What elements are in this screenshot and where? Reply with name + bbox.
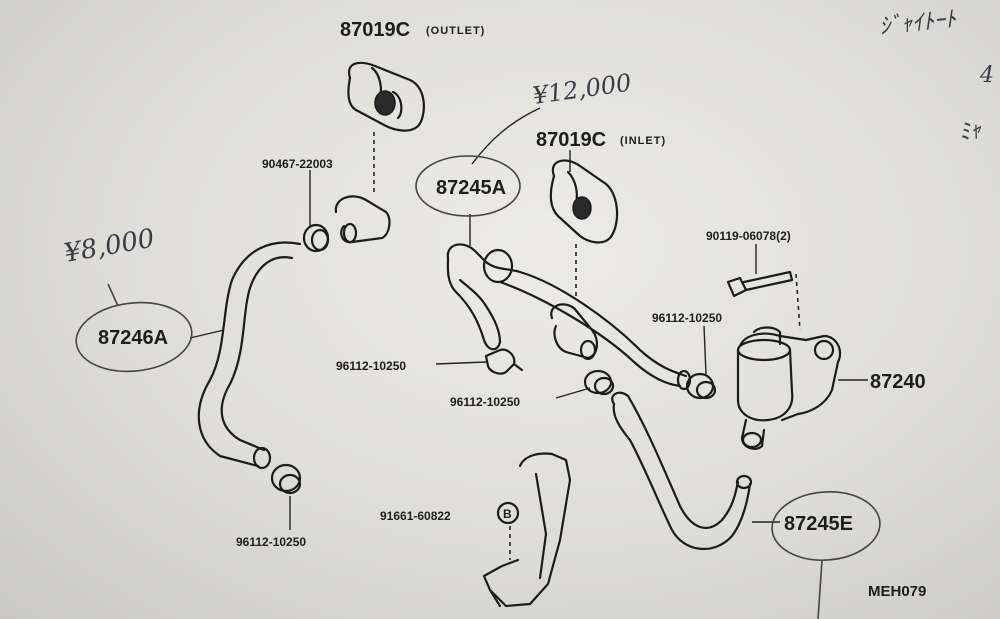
- figure-code: MEH079: [868, 583, 926, 600]
- clamp-mid-center-number: 96112-10250: [450, 395, 520, 409]
- air-pump-part: [736, 326, 842, 450]
- handwritten-price-left: ¥8,000: [62, 224, 157, 269]
- hose-a-number: 87245A: [436, 177, 506, 199]
- bolt-part: [726, 270, 794, 298]
- hose-e-number: 87245E: [784, 513, 853, 535]
- outlet-cover-part: [347, 61, 425, 132]
- clamp-mid-center-leader: [555, 387, 591, 399]
- clamp-bottom-left-part: [270, 463, 302, 495]
- left-hose-part: [197, 241, 302, 470]
- handwritten-corner-note-3: ﾐｬ: [957, 118, 983, 146]
- bolt-number: 90119-06078(2): [706, 229, 791, 243]
- clamp-top-number: 90467-22003: [262, 157, 333, 171]
- bracket-nut-symbol: [496, 501, 520, 525]
- bracket-nut-number: 91661-60822: [380, 509, 451, 523]
- clamp-bottom-left-number: 96112-10250: [236, 535, 306, 549]
- outlet-pipe-part: [334, 195, 391, 244]
- left-hose-circle: [75, 301, 193, 373]
- bolt-dash: [795, 273, 801, 331]
- inlet-cover-number: 87019C: [536, 129, 606, 151]
- bracket-nut-letter: B: [503, 507, 512, 521]
- left-price-leader: [107, 283, 119, 307]
- inlet-cover-tag: (INLET): [620, 135, 666, 147]
- handwritten-price-top: ¥12,000: [531, 68, 633, 110]
- clamp-top-part: [302, 223, 330, 253]
- left-hose-leader: [189, 329, 225, 339]
- hose-e-circle-tail: [817, 559, 823, 619]
- left-hose-number: 87246A: [98, 327, 168, 349]
- clamp-right-number: 96112-10250: [652, 311, 722, 325]
- inlet-cover-part: [549, 159, 619, 244]
- outlet-cover-number: 87019C: [340, 19, 410, 41]
- hose-a-circle: [415, 155, 521, 217]
- outlet-cover-tag: (OUTLET): [426, 25, 485, 37]
- clamp-mid-left-part: [484, 348, 524, 375]
- handwritten-corner-note-2: 4: [979, 63, 994, 88]
- hose-e-part: [611, 391, 753, 550]
- clamp-mid-center-part: [583, 369, 615, 396]
- handwritten-corner-note-1: ｼﾞｬｲﾄｰﾄ: [878, 7, 958, 40]
- bracket-part: [482, 452, 572, 608]
- clamp-mid-left-number: 96112-10250: [336, 359, 406, 373]
- clamp-mid-left-leader: [435, 361, 487, 365]
- inlet-pipe-part: [550, 303, 598, 361]
- clamp-right-leader: [703, 325, 707, 375]
- air-pump-number: 87240: [870, 371, 926, 393]
- hose-a-price-leader: [471, 107, 541, 165]
- hose-e-circle: [771, 491, 881, 561]
- clamp-right-part: [685, 372, 717, 400]
